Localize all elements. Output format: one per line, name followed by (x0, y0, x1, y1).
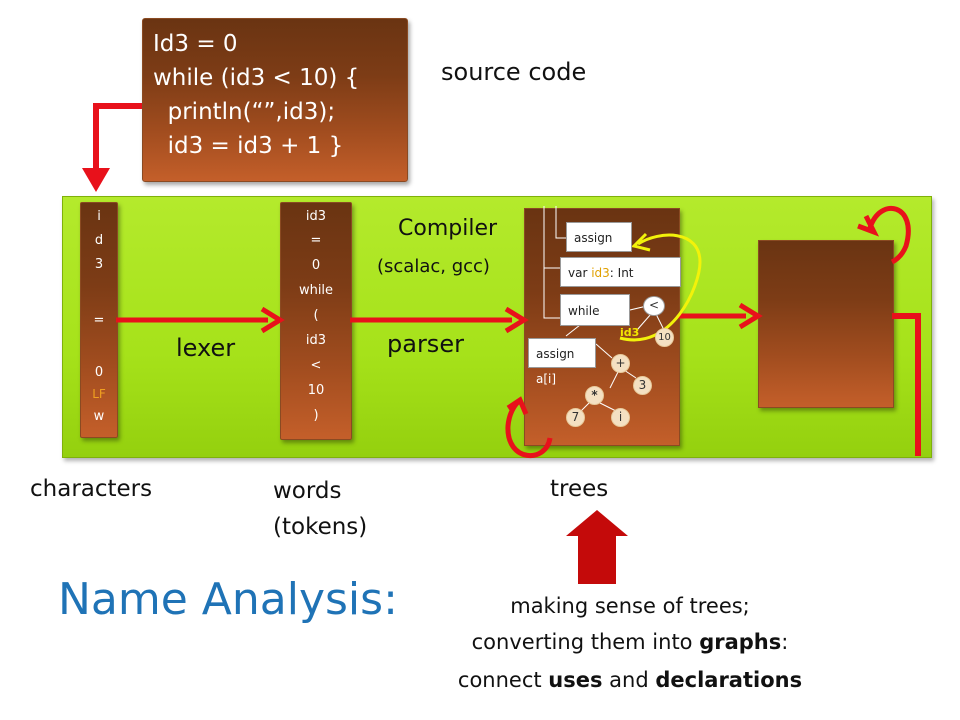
char-item: 0 (94, 365, 104, 380)
arrow-tree-to-output-head (738, 302, 763, 330)
source-line: while (id3 < 10) { (153, 65, 360, 91)
tree-seven-node: 7 (566, 408, 585, 427)
trees-label: trees (550, 476, 609, 502)
tree-bracket-line (543, 206, 566, 319)
source-code-box: Id3 = 0 while (id3 < 10) { println(“”,id… (142, 18, 408, 182)
tree-times-node: * (585, 386, 604, 405)
source-line: Id3 = 0 (153, 31, 238, 57)
loop-arrow-output-head (857, 214, 880, 237)
tree-edge (565, 324, 581, 337)
up-arrow-shaft (578, 532, 616, 584)
parser-label: parser (387, 330, 464, 358)
tree-lt-node: < (643, 296, 665, 316)
yellow-reference-arrow-head (631, 232, 651, 252)
token-item: 10 (307, 383, 325, 398)
words-label: words (273, 478, 342, 504)
tree-edge (595, 343, 613, 359)
characters-label: characters (30, 476, 153, 502)
tree-assign-node-2: assign (528, 338, 596, 368)
compiler-title: Compiler (398, 216, 498, 241)
tree-var-decl-node: var id3: Int (560, 257, 681, 287)
char-item: 3 (94, 257, 104, 272)
arrow-parser-head (504, 306, 529, 334)
source-code-label: source code (441, 58, 587, 86)
char-item: w (93, 409, 105, 424)
compiler-subtitle: (scalac, gcc) (377, 256, 490, 277)
lexer-label: lexer (176, 334, 236, 362)
caption-line-3: connect uses and declarations (457, 668, 803, 692)
source-line: println(“”,id3); (153, 99, 336, 125)
tree-while-node: while (560, 294, 630, 326)
token-item: id3 (305, 209, 327, 224)
tree-assign-node: assign (566, 222, 632, 252)
arrow-source-to-chars-head (82, 168, 110, 192)
token-item: id3 (305, 333, 327, 348)
tree-array-access: a[i] (536, 372, 557, 386)
char-item-linefeed: LF (92, 387, 106, 401)
arrow-lexer-head (260, 306, 285, 334)
tree-edge (636, 313, 652, 331)
output-box (758, 240, 894, 408)
tokens-column: id3 = 0 while ( id3 < 10 ) (280, 202, 352, 440)
loop-arrow-tree (505, 400, 553, 459)
arrow-source-to-chars (93, 103, 142, 176)
tokens-label: (tokens) (273, 514, 368, 540)
char-item: i (97, 209, 101, 224)
char-item: d (94, 233, 104, 248)
tree-ten-node: 10 (655, 328, 674, 347)
char-item: = (93, 313, 105, 328)
tree-edge (623, 369, 637, 379)
token-item: 0 (311, 258, 321, 273)
up-arrow-head (566, 510, 628, 536)
caption-line-2: converting them into graphs: (471, 630, 789, 654)
slide-title: Name Analysis: (58, 574, 398, 625)
tree-i-node: i (611, 408, 630, 427)
token-item: ( (313, 308, 319, 323)
source-line: id3 = id3 + 1 } (153, 133, 344, 159)
token-item: while (298, 283, 334, 298)
loop-arrow-tree-head (506, 396, 529, 415)
tree-edge (655, 313, 665, 331)
token-item: < (310, 358, 322, 373)
tree-three-node: 3 (633, 376, 652, 395)
arrow-output-down (892, 313, 921, 456)
tree-bracket-line (555, 206, 566, 239)
token-item: = (310, 233, 322, 248)
tree-id3-node: id3 (620, 326, 640, 339)
tree-edge (609, 369, 620, 389)
token-item: ) (313, 408, 319, 423)
loop-arrow-output (867, 206, 911, 265)
caption-line-1: making sense of trees; (510, 594, 750, 618)
tree-plus-node: + (611, 354, 630, 373)
